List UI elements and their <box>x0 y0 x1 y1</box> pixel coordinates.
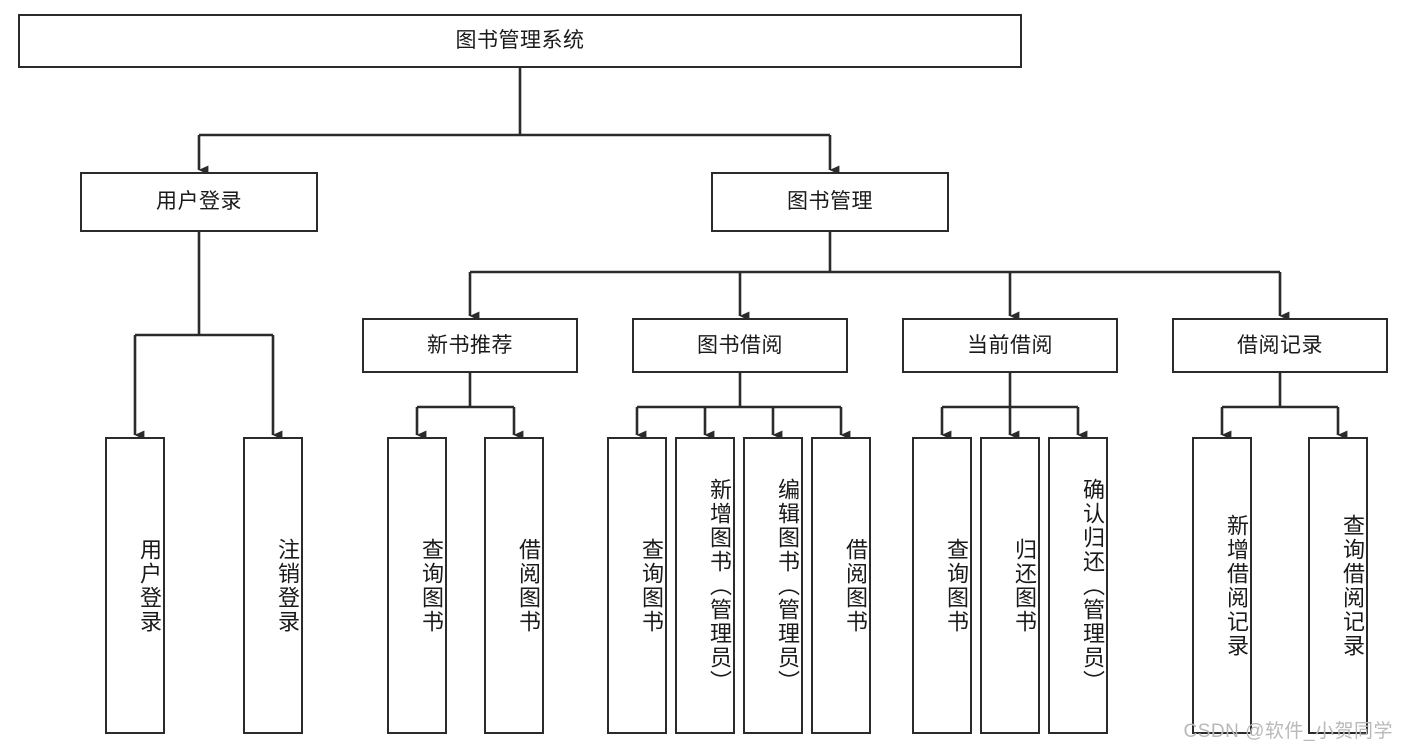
leaf-query-book-recommend[interactable]: 查询图书 <box>387 437 447 734</box>
leaf-borrow-book[interactable]: 借阅图书 <box>811 437 871 734</box>
node-label: 图书管理 <box>787 190 873 214</box>
node-label: 查询图书 <box>419 537 444 634</box>
node-new-book-recommend[interactable]: 新书推荐 <box>362 318 578 373</box>
leaf-query-book-current[interactable]: 查询图书 <box>912 437 972 734</box>
node-label: 查询图书 <box>639 537 664 634</box>
node-label: 归还图书 <box>1012 537 1037 634</box>
node-label: 查询图书 <box>944 537 969 634</box>
node-label: 新书推荐 <box>427 333 513 357</box>
node-root-book-management-system[interactable]: 图书管理系统 <box>18 14 1022 68</box>
leaf-edit-book-admin[interactable]: 编辑图书（管理员） <box>743 437 803 734</box>
node-label: 查询借阅记录 <box>1340 513 1365 658</box>
node-book-management[interactable]: 图书管理 <box>711 172 949 232</box>
leaf-query-borrow-record[interactable]: 查询借阅记录 <box>1308 437 1368 734</box>
node-label: 借阅图书 <box>843 537 868 634</box>
leaf-confirm-return-admin[interactable]: 确认归还（管理员） <box>1048 437 1108 734</box>
leaf-add-borrow-record[interactable]: 新增借阅记录 <box>1192 437 1252 734</box>
node-label: 图书管理系统 <box>455 29 585 53</box>
node-label: 借阅图书 <box>516 537 541 634</box>
node-label: 当前借阅 <box>967 333 1053 357</box>
leaf-add-book-admin[interactable]: 新增图书（管理员） <box>675 437 735 734</box>
node-user-login[interactable]: 用户登录 <box>80 172 318 232</box>
node-label: 借阅记录 <box>1237 333 1323 357</box>
leaf-logout[interactable]: 注销登录 <box>243 437 303 734</box>
node-label: 编辑图书（管理员） <box>775 477 800 694</box>
node-label: 确认归还（管理员） <box>1080 477 1105 694</box>
leaf-user-login[interactable]: 用户登录 <box>105 437 165 734</box>
node-label: 图书借阅 <box>697 333 783 357</box>
leaf-return-book[interactable]: 归还图书 <box>980 437 1040 734</box>
node-label: 用户登录 <box>156 190 242 214</box>
node-borrow-record[interactable]: 借阅记录 <box>1172 318 1388 373</box>
node-book-borrow[interactable]: 图书借阅 <box>632 318 848 373</box>
node-label: 新增借阅记录 <box>1224 513 1249 658</box>
node-label: 注销登录 <box>275 537 300 634</box>
node-label: 新增图书（管理员） <box>707 477 732 694</box>
leaf-borrow-book-recommend[interactable]: 借阅图书 <box>484 437 544 734</box>
csdn-watermark: CSDN @软件_小贺同学 <box>1183 721 1393 742</box>
node-label: 用户登录 <box>137 537 162 634</box>
leaf-query-book-borrow[interactable]: 查询图书 <box>607 437 667 734</box>
node-current-borrow[interactable]: 当前借阅 <box>902 318 1118 373</box>
